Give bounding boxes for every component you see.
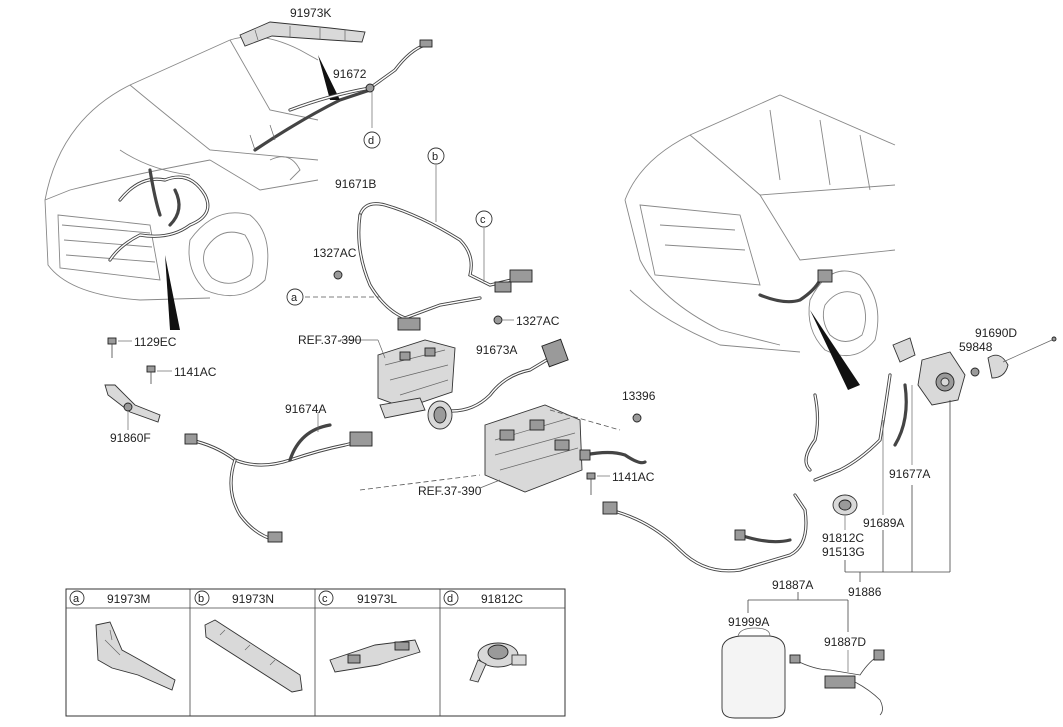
bracket-91860F: 91860F bbox=[104, 384, 161, 445]
label-91999A: 91999A bbox=[728, 615, 769, 629]
charge-cable-91887D: 91887D bbox=[789, 635, 885, 716]
ref-circle-b bbox=[427, 147, 445, 165]
harness-91672: 91672 d bbox=[288, 39, 433, 149]
label-1327AC-upper: 1327AC bbox=[313, 246, 357, 260]
label-91513G: 91513G bbox=[822, 545, 865, 559]
label-91690D: 91690D bbox=[975, 326, 1017, 340]
harness-91677A: 91677A bbox=[813, 373, 930, 482]
charging-inlet-assembly: 91690D 59848 bbox=[892, 326, 1057, 406]
label-91671B: 91671B bbox=[335, 177, 376, 191]
bolt-1129EC: 1129EC bbox=[107, 335, 177, 358]
pouch-91999A: 91999A bbox=[721, 615, 786, 719]
legend-table: a 91973M b 91973N c 91973L d 91812C bbox=[65, 588, 566, 717]
rear-vehicle-illustration bbox=[624, 94, 896, 357]
pointer-wedge-front-bracket bbox=[165, 255, 180, 330]
ref-circle-c-label: c bbox=[480, 214, 486, 226]
ref-circle-c bbox=[475, 210, 493, 228]
harness-91673A: 91673A bbox=[427, 338, 569, 430]
label-91886: 91886 bbox=[848, 585, 882, 599]
bolt-1141AC-right: 1141AC bbox=[586, 470, 655, 495]
label-91860F: 91860F bbox=[110, 431, 151, 445]
label-91812C: 91812C bbox=[822, 531, 864, 545]
bolt-1141AC-left: 1141AC bbox=[146, 365, 217, 384]
legend-part-d: 91812C bbox=[481, 592, 523, 606]
nut-1327AC-upper: 1327AC bbox=[313, 246, 357, 280]
nut-1327AC-lower: 1327AC bbox=[493, 314, 560, 328]
protector-91973K: 91973K bbox=[239, 6, 366, 47]
label-91673A: 91673A bbox=[476, 343, 517, 357]
junction-module-lower: REF.37-390 bbox=[359, 404, 621, 498]
label-ref-upper: REF.37-390 bbox=[298, 333, 362, 347]
pointer-wedge-91973K bbox=[318, 55, 340, 100]
label-91887A: 91887A bbox=[772, 578, 813, 592]
ref-circle-d-label: d bbox=[368, 135, 374, 147]
label-1141AC-left: 1141AC bbox=[174, 365, 217, 379]
ref-circle-a bbox=[286, 288, 304, 306]
legend-cell-b: b 91973N bbox=[194, 590, 303, 693]
grommet-91812C: 91812C 91513G bbox=[822, 494, 865, 559]
harness-91674A: 91674A bbox=[184, 402, 373, 543]
legend-part-a: 91973M bbox=[107, 592, 150, 606]
harness-91887A bbox=[602, 493, 808, 573]
junction-module-upper: REF.37-390 bbox=[298, 333, 456, 419]
group-line-91886: 91886 bbox=[844, 400, 951, 599]
ref-circle-d bbox=[363, 131, 381, 149]
label-91973K: 91973K bbox=[290, 6, 331, 20]
ref-circle-b-label: b bbox=[432, 151, 438, 163]
label-1141AC-right: 1141AC bbox=[612, 470, 655, 484]
group-line-91887A: 91887A bbox=[747, 578, 849, 632]
label-91887D: 91887D bbox=[824, 635, 866, 649]
harness-91689A: 91689A bbox=[804, 393, 904, 530]
legend-key-a: a bbox=[73, 593, 80, 605]
pointer-wedge-rear bbox=[810, 310, 860, 390]
label-59848: 59848 bbox=[959, 340, 993, 354]
label-91672: 91672 bbox=[333, 67, 367, 81]
legend-part-c: 91973L bbox=[357, 592, 397, 606]
nut-13396: 13396 bbox=[622, 389, 656, 423]
harness-91671B: 91671B b c a bbox=[286, 147, 533, 331]
label-91677A: 91677A bbox=[889, 467, 930, 481]
label-ref-lower: REF.37-390 bbox=[418, 484, 482, 498]
label-91689A: 91689A bbox=[863, 516, 904, 530]
label-91674A: 91674A bbox=[285, 402, 326, 416]
small-harness-right bbox=[579, 449, 647, 465]
ref-circle-a-label: a bbox=[291, 292, 298, 304]
legend-cell-a: a 91973M bbox=[69, 590, 176, 691]
label-1129EC: 1129EC bbox=[134, 335, 177, 349]
legend-part-b: 91973N bbox=[232, 592, 274, 606]
legend-cell-c: c 91973L bbox=[318, 590, 421, 673]
legend-key-d: d bbox=[447, 593, 453, 605]
label-1327AC-lower: 1327AC bbox=[516, 314, 560, 328]
legend-key-b: b bbox=[198, 593, 204, 605]
label-13396: 13396 bbox=[622, 389, 656, 403]
legend-key-c: c bbox=[322, 593, 328, 605]
front-vehicle-illustration bbox=[44, 36, 372, 301]
legend-cell-d: d 91812C bbox=[443, 590, 527, 683]
